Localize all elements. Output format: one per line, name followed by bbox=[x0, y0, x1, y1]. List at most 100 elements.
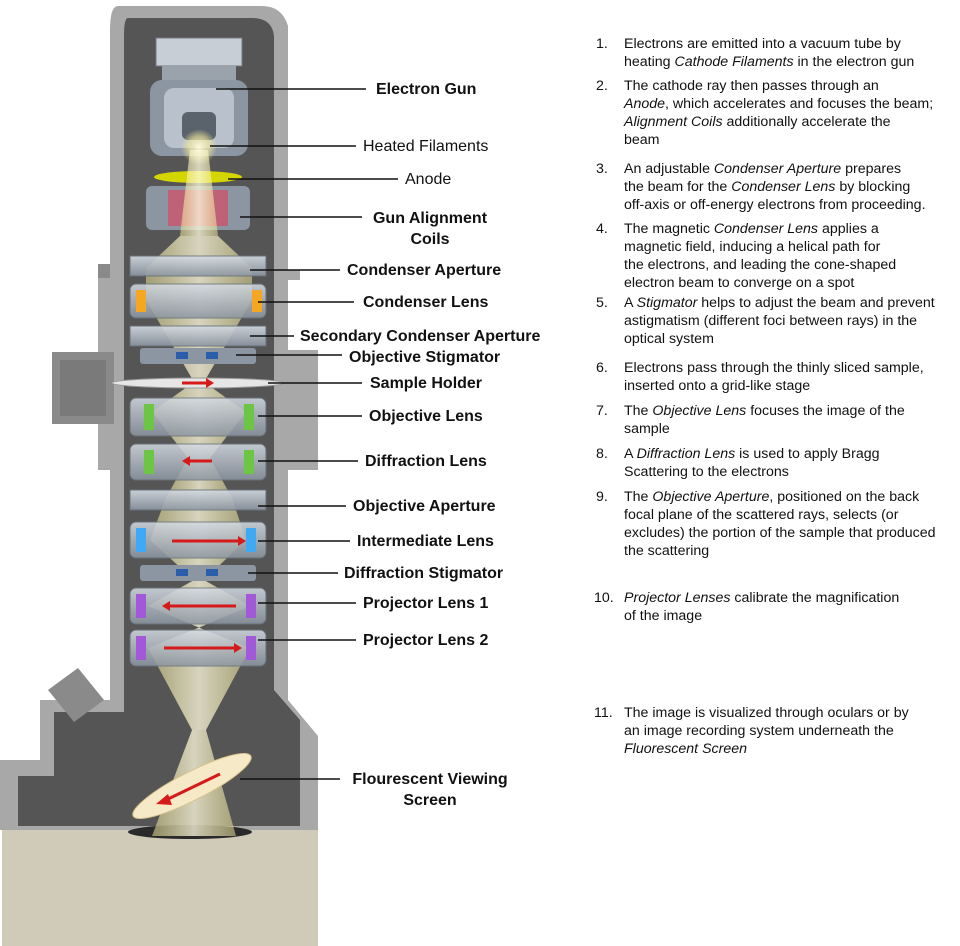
step-line: Fluorescent Screen bbox=[624, 740, 960, 758]
step-number: 3. bbox=[596, 161, 608, 177]
label-objective-aperture: Objective Aperture bbox=[353, 498, 496, 515]
step-segment: A bbox=[624, 295, 637, 311]
step-segment: , positioned on the back bbox=[769, 489, 920, 505]
label-viewing-screen-line2: Screen bbox=[403, 792, 457, 809]
label-secondary-condenser-aperture: Secondary Condenser Aperture bbox=[300, 328, 541, 345]
step-line: The Objective Lens focuses the image of … bbox=[624, 402, 960, 420]
label-heated-filaments: Heated Filaments bbox=[363, 138, 489, 155]
step-line: focal plane of the scattered rays, selec… bbox=[624, 506, 960, 524]
label-projector-lens-2: Projector Lens 2 bbox=[363, 632, 489, 649]
step-segment: in the electron gun bbox=[793, 54, 915, 70]
step-number: 2. bbox=[596, 78, 608, 94]
step-emphasis: Diffraction Lens bbox=[636, 446, 736, 462]
step-segment: Electrons pass through the thinly sliced… bbox=[624, 360, 924, 376]
step-line: The magnetic Condenser Lens applies a bbox=[624, 220, 960, 238]
step-text: A Stigmator helps to adjust the beam and… bbox=[624, 294, 960, 348]
step-line: The Objective Aperture, positioned on th… bbox=[624, 488, 960, 506]
label-projector-lens-1: Projector Lens 1 bbox=[363, 595, 489, 612]
label-gun-alignment-line2: Coils bbox=[410, 231, 450, 248]
step-segment: The bbox=[624, 489, 653, 505]
step-segment: Electrons are emitted into a vacuum tube… bbox=[624, 36, 901, 52]
electron-gun-part bbox=[150, 37, 248, 165]
step-line: the electrons, and leading the cone-shap… bbox=[624, 256, 960, 274]
step-line: Anode, which accelerates and focuses the… bbox=[624, 95, 960, 113]
step-text: The Objective Aperture, positioned on th… bbox=[624, 488, 960, 560]
step-segment: A bbox=[624, 446, 637, 462]
step-segment: by blocking bbox=[835, 179, 911, 195]
step-segment: inserted onto a grid-like stage bbox=[624, 378, 811, 394]
step-number: 9. bbox=[596, 489, 608, 505]
step-line: A Stigmator helps to adjust the beam and… bbox=[624, 294, 960, 312]
condenser-aperture-part bbox=[129, 255, 267, 277]
step-line: Scattering to the electrons bbox=[624, 463, 960, 481]
step-line: An adjustable Condenser Aperture prepare… bbox=[624, 160, 960, 178]
step-text: The image is visualized through oculars … bbox=[624, 704, 960, 758]
step-segment: additionally accelerate the bbox=[722, 114, 891, 130]
step-emphasis: Alignment Coils bbox=[624, 114, 723, 130]
step-segment: prepares bbox=[841, 161, 902, 177]
step-segment: of the image bbox=[624, 608, 703, 624]
step-segment: The image is visualized through oculars … bbox=[624, 705, 909, 721]
step-emphasis: Condenser Lens bbox=[713, 221, 819, 237]
label-viewing-screen-line1: Flourescent Viewing bbox=[352, 771, 508, 788]
step-text: An adjustable Condenser Aperture prepare… bbox=[624, 160, 960, 214]
step-segment: The cathode ray then passes through an bbox=[624, 78, 879, 94]
step-line: of the image bbox=[624, 607, 960, 625]
step-segment: off-axis or off-energy electrons from pr… bbox=[624, 197, 926, 213]
objective-lens-part bbox=[129, 397, 267, 437]
projector-lens-2-part bbox=[129, 629, 267, 667]
step-emphasis: Condenser Aperture bbox=[713, 161, 842, 177]
secondary-condenser-aperture-part bbox=[129, 325, 267, 347]
step-segment: magnetic field, inducing a helical path … bbox=[624, 239, 881, 255]
step-segment: optical system bbox=[624, 331, 714, 347]
step-emphasis: Condenser Lens bbox=[731, 179, 836, 195]
step-number: 7. bbox=[596, 403, 608, 419]
step-line: inserted onto a grid-like stage bbox=[624, 377, 960, 395]
step-line: the scattering bbox=[624, 542, 960, 560]
step-segment: beam bbox=[624, 132, 660, 148]
step-emphasis: Anode bbox=[624, 96, 666, 112]
step-text: Electrons are emitted into a vacuum tube… bbox=[624, 35, 960, 71]
step-line: an image recording system underneath the bbox=[624, 722, 960, 740]
step-segment: the beam for the bbox=[624, 179, 732, 195]
objective-stigmator-part bbox=[140, 348, 256, 364]
step-emphasis: Cathode Filaments bbox=[674, 54, 794, 70]
step-segment: helps to adjust the beam and prevent bbox=[697, 295, 935, 311]
step-segment: excludes) the portion of the sample that… bbox=[624, 525, 936, 541]
label-condenser-lens: Condenser Lens bbox=[363, 294, 489, 311]
label-diffraction-lens: Diffraction Lens bbox=[365, 453, 487, 470]
step-line: magnetic field, inducing a helical path … bbox=[624, 238, 960, 256]
step-line: Electrons pass through the thinly sliced… bbox=[624, 359, 960, 377]
step-line: The cathode ray then passes through an bbox=[624, 77, 960, 95]
step-line: Electrons are emitted into a vacuum tube… bbox=[624, 35, 960, 53]
label-intermediate-lens: Intermediate Lens bbox=[357, 533, 494, 550]
step-line: off-axis or off-energy electrons from pr… bbox=[624, 196, 960, 214]
step-segment: heating bbox=[624, 54, 675, 70]
step-number: 6. bbox=[596, 360, 608, 376]
label-gun-alignment-line1: Gun Alignment bbox=[372, 210, 488, 227]
step-line: A Diffraction Lens is used to apply Brag… bbox=[624, 445, 960, 463]
step-segment: Scattering to the electrons bbox=[624, 464, 789, 480]
step-emphasis: Stigmator bbox=[636, 295, 698, 311]
step-line: excludes) the portion of the sample that… bbox=[624, 524, 960, 542]
step-line: sample bbox=[624, 420, 960, 438]
label-objective-lens: Objective Lens bbox=[369, 408, 483, 425]
step-number: 5. bbox=[596, 295, 608, 311]
step-line: Projector Lenses calibrate the magnifica… bbox=[624, 589, 960, 607]
step-number: 4. bbox=[596, 221, 608, 237]
condenser-lens-part bbox=[129, 283, 267, 319]
step-segment: astigmatism (different foci between rays… bbox=[624, 313, 918, 329]
diffraction-stigmator-part bbox=[140, 565, 256, 581]
step-segment: focuses the image of the bbox=[746, 403, 905, 419]
step-segment: sample bbox=[624, 421, 670, 437]
step-segment: , which accelerates and focuses the beam… bbox=[665, 96, 934, 112]
step-segment: an image recording system underneath the bbox=[624, 723, 894, 739]
label-condenser-aperture: Condenser Aperture bbox=[347, 262, 502, 279]
step-line: optical system bbox=[624, 330, 960, 348]
label-diffraction-stigmator: Diffraction Stigmator bbox=[344, 565, 504, 582]
projector-lens-1-part bbox=[129, 587, 267, 625]
diffraction-lens-part bbox=[129, 443, 267, 481]
step-line: heating Cathode Filaments in the electro… bbox=[624, 53, 960, 71]
intermediate-lens-part bbox=[129, 521, 267, 559]
